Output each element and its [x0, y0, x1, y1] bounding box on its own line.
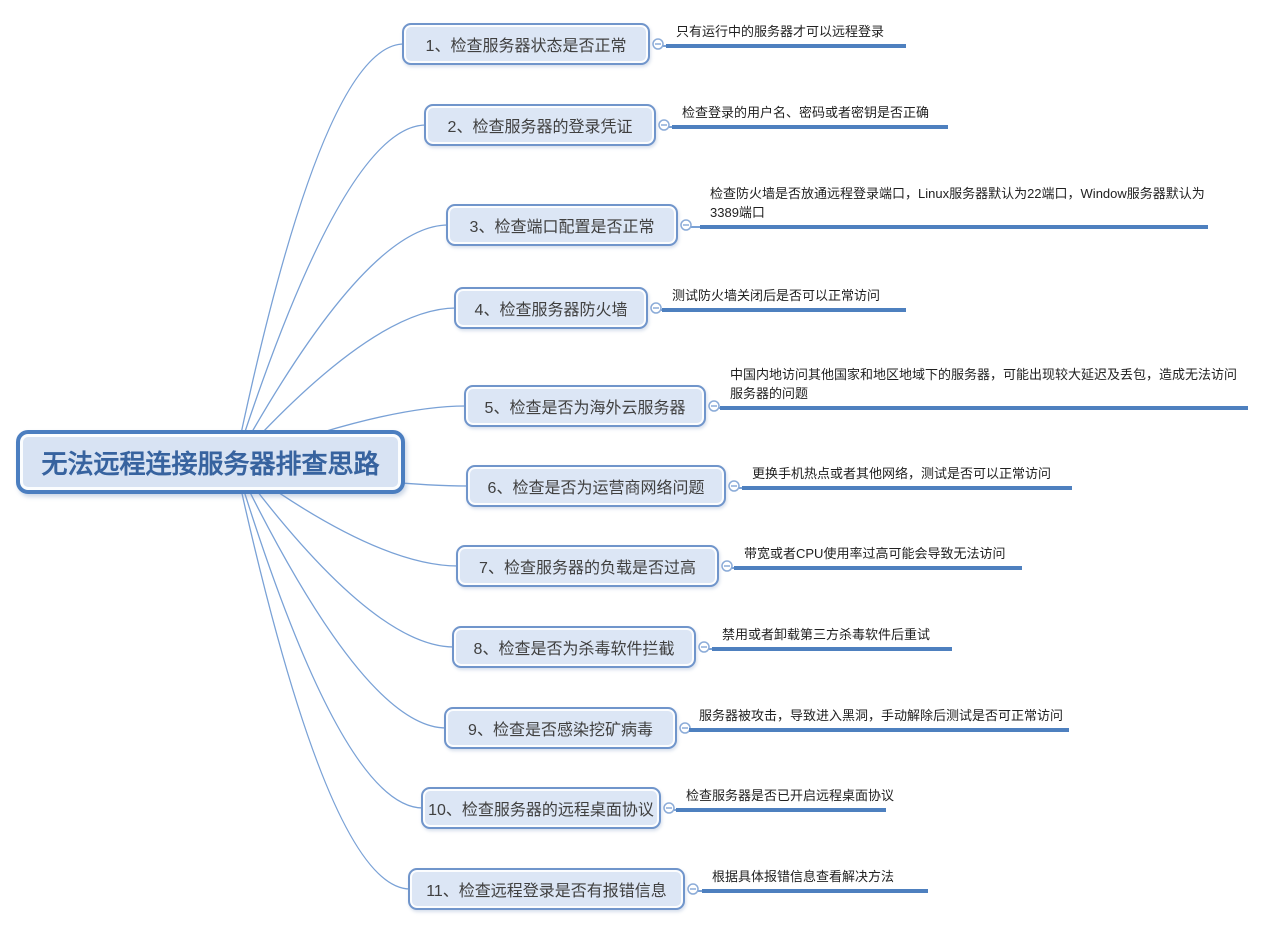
- branch-topic[interactable]: 7、检查服务器的负载是否过高: [456, 545, 719, 587]
- branch-note[interactable]: 服务器被攻击，导致进入黑洞，手动解除后测试是否可正常访问: [689, 706, 1069, 732]
- branch-topic[interactable]: 4、检查服务器防火墙: [454, 287, 648, 329]
- branch-topic[interactable]: 9、检查是否感染挖矿病毒: [444, 707, 677, 749]
- branch-connector-line: [234, 461, 455, 648]
- branch-note[interactable]: 带宽或者CPU使用率过高可能会导致无法访问: [734, 544, 1022, 570]
- branch-connector-line: [234, 43, 405, 463]
- branch-connector-line: [234, 307, 457, 463]
- branch-note[interactable]: 检查登录的用户名、密码或者密钥是否正确: [672, 103, 948, 129]
- branch-connector-line: [234, 461, 447, 729]
- branch-note[interactable]: 测试防火墙关闭后是否可以正常访问: [662, 286, 906, 312]
- branch-topic[interactable]: 11、检查远程登录是否有报错信息: [408, 868, 685, 910]
- branch-note[interactable]: 更换手机热点或者其他网络，测试是否可以正常访问: [742, 464, 1072, 490]
- branch-note[interactable]: 检查服务器是否已开启远程桌面协议: [676, 786, 894, 812]
- branch-topic[interactable]: 5、检查是否为海外云服务器: [464, 385, 706, 427]
- branch-connector-line: [234, 124, 427, 463]
- branch-topic[interactable]: 10、检查服务器的远程桌面协议: [421, 787, 661, 829]
- branch-topic[interactable]: 3、检查端口配置是否正常: [446, 204, 678, 246]
- branch-topic[interactable]: 6、检查是否为运营商网络问题: [466, 465, 726, 507]
- branch-topic[interactable]: 8、检查是否为杀毒软件拦截: [452, 626, 696, 668]
- root-topic[interactable]: 无法远程连接服务器排查思路: [16, 430, 405, 494]
- branch-note[interactable]: 禁用或者卸载第三方杀毒软件后重试: [712, 625, 952, 651]
- branch-note[interactable]: 中国内地访问其他国家和地区地域下的服务器，可能出现较大延迟及丢包，造成无法访问服…: [720, 365, 1248, 410]
- branch-note[interactable]: 只有运行中的服务器才可以远程登录: [666, 22, 906, 48]
- branch-note[interactable]: 检查防火墙是否放通远程登录端口，Linux服务器默认为22端口，Window服务…: [700, 184, 1208, 229]
- branch-topic[interactable]: 1、检查服务器状态是否正常: [402, 23, 650, 65]
- branch-topic[interactable]: 2、检查服务器的登录凭证: [424, 104, 656, 146]
- branch-connector-line: [234, 461, 424, 809]
- branch-note[interactable]: 根据具体报错信息查看解决方法: [702, 867, 928, 893]
- branch-connector-line: [234, 224, 449, 463]
- branch-connector-line: [234, 461, 411, 890]
